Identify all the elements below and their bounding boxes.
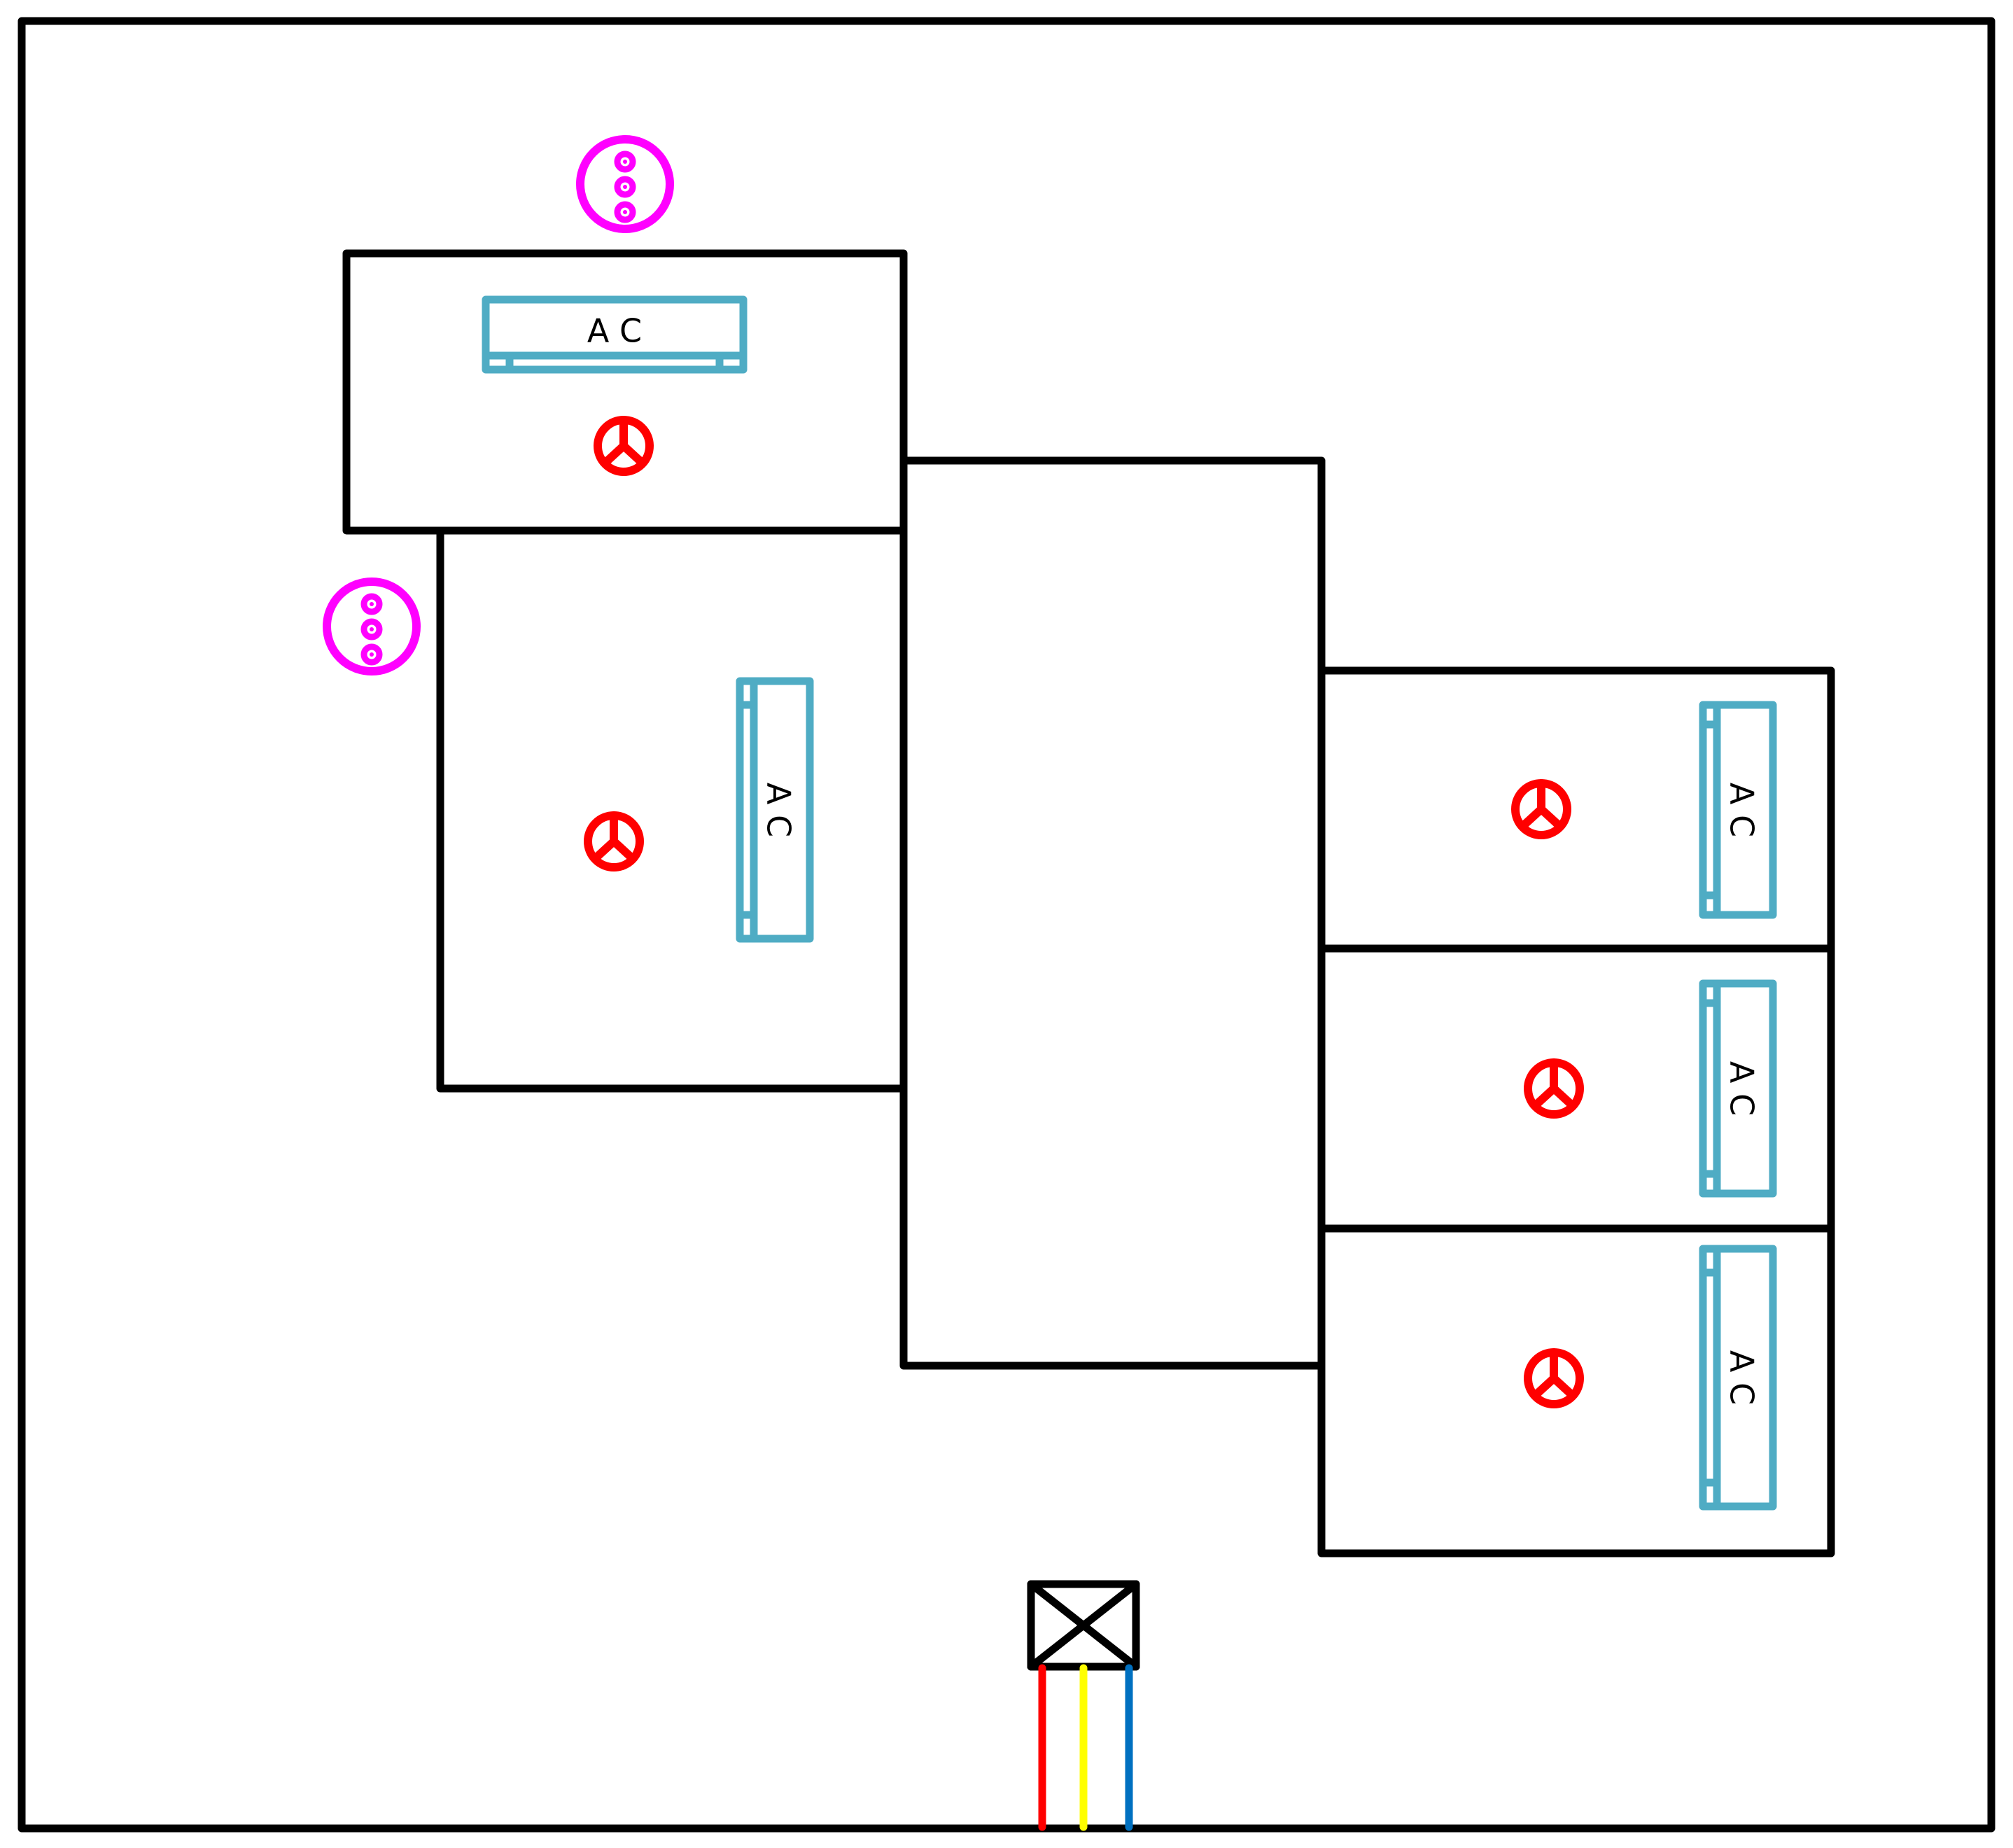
ceiling-fan-icon [584, 811, 644, 872]
ac-unit: A C [1699, 1245, 1777, 1511]
ac-unit-label: A C [587, 312, 642, 350]
ac-unit-label: A C [1723, 1061, 1761, 1116]
junction-box-icon [1027, 1580, 1140, 1671]
vent-fixture-icon [576, 135, 674, 233]
ac-unit: A C [1699, 701, 1777, 919]
ac-unit: A C [482, 295, 748, 374]
outer-boundary [17, 17, 1996, 1833]
ceiling-fan-icon [594, 416, 654, 476]
room-center-hall [899, 456, 1326, 1370]
room-top-left [342, 249, 908, 535]
ceiling-fan-icon [1524, 1058, 1584, 1119]
ac-unit-label: A C [760, 783, 798, 837]
vent-fixture-icon [323, 578, 421, 676]
room-left-lower [436, 526, 908, 1093]
ac-unit: A C [1699, 979, 1777, 1198]
ac-unit: A C [736, 677, 814, 943]
rooms [342, 249, 1835, 1558]
room-right-3 [1317, 1224, 1835, 1558]
ac-unit-label: A C [1723, 783, 1761, 837]
ceiling-fan-icon [1524, 1348, 1584, 1408]
ceiling-fan-icon [1511, 779, 1571, 839]
ac-unit-label: A C [1723, 1350, 1761, 1405]
